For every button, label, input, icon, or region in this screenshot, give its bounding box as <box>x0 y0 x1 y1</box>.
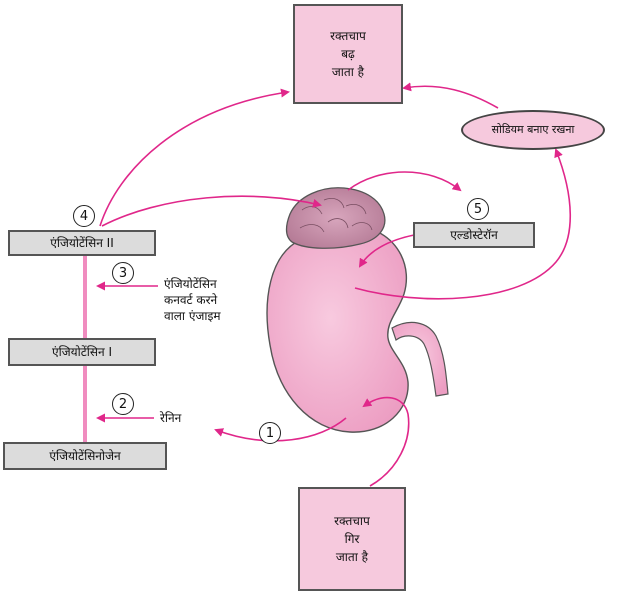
bp-falls-line-1: रक्तचाप <box>334 514 370 528</box>
bp-falls-line-3: जाता है <box>335 550 369 564</box>
aldosterone-label: एल्डोस्टेरॉन <box>450 228 498 242</box>
arrow-kidney-to-sodium <box>354 148 572 300</box>
ace-line-1: एंजियोटेंसिन <box>164 277 217 291</box>
arrow-ang2-to-adrenal <box>101 195 322 227</box>
step-number-2: 2 <box>112 393 134 415</box>
angiotensin-1-label: एंजियोटेंसिन I <box>52 345 112 359</box>
bp-rises-line-3: जाता है <box>331 65 365 79</box>
ace-line-2: कनवर्ट करने <box>164 293 218 307</box>
angiotensin-2-label: एंजियोटेंसिन II <box>50 236 114 250</box>
bp-rises-line-2: बढ़ <box>341 47 355 61</box>
bp-falls-box: रक्तचाप गिर जाता है <box>298 487 406 591</box>
bp-rises-line-1: रक्तचाप <box>330 29 366 43</box>
step-number-1: 1 <box>259 422 281 444</box>
arrow-kidney-to-renin <box>214 417 347 442</box>
adrenal-gland <box>285 187 386 249</box>
ace-line-3: वाला एंजाइम <box>164 309 221 323</box>
bp-falls-line-2: गिर <box>344 532 360 546</box>
arrow-adrenal-to-aldosterone <box>347 171 462 192</box>
arrow-aldosterone-to-kidney <box>358 234 415 268</box>
arrow-ang2-to-bp-rises <box>99 88 290 227</box>
bp-rises-box: रक्तचाप बढ़ जाता है <box>293 4 403 104</box>
ace-label: एंजियोटेंसिन कनवर्ट करने वाला एंजाइम <box>164 276 274 324</box>
step-number-3: 3 <box>112 262 134 284</box>
angiotensinogen-label: एंजियोटेंसिनोजेन <box>49 449 121 463</box>
arrow-bp-falls-to-kidney <box>362 396 410 487</box>
angiotensin-1-box: एंजियोटेंसिन I <box>8 338 156 366</box>
arrow-sodium-to-bp-rises <box>402 82 499 109</box>
angiotensin-2-box: एंजियोटेंसिन II <box>8 230 156 256</box>
kidney <box>266 224 409 433</box>
aldosterone-box: एल्डोस्टेरॉन <box>413 222 535 248</box>
step-number-5: 5 <box>467 198 489 220</box>
step-number-4: 4 <box>73 205 95 227</box>
sodium-retention-oval: सोडियम बनाए रखना <box>461 110 605 150</box>
sodium-retention-label: सोडियम बनाए रखना <box>491 123 575 136</box>
ureter <box>391 321 449 397</box>
renin-label: रेनिन <box>160 411 182 425</box>
angiotensinogen-box: एंजियोटेंसिनोजेन <box>3 442 167 470</box>
